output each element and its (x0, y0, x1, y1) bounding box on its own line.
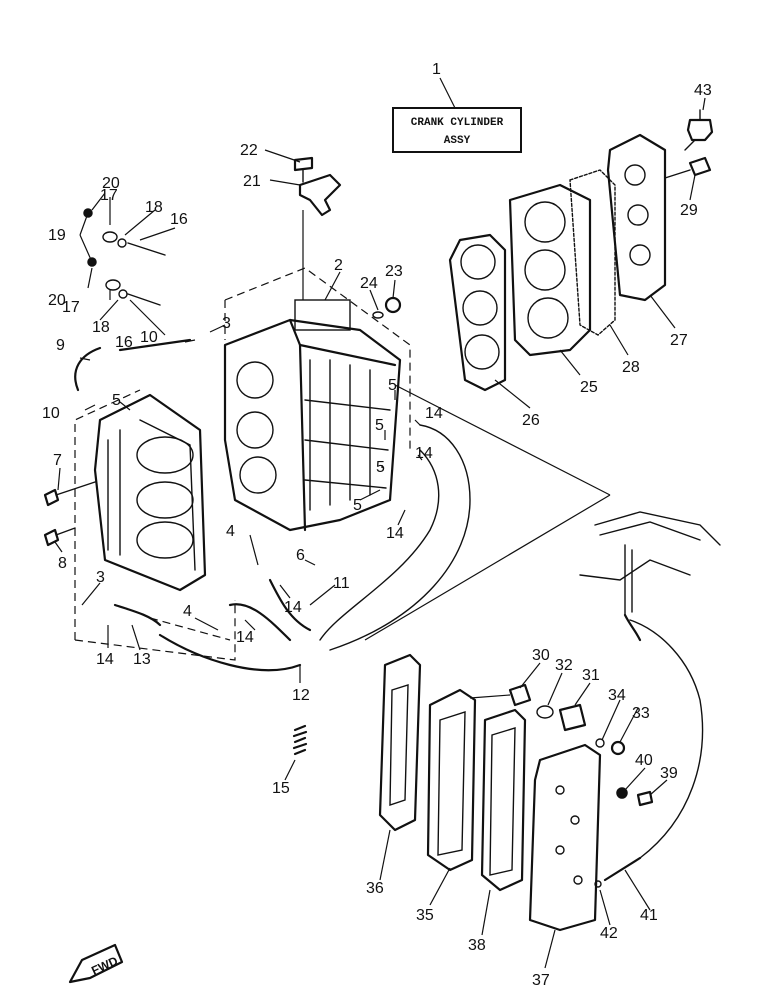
exhaust-gasket-outer (480, 708, 527, 892)
callout-4: 4 (226, 523, 235, 540)
callout-14: 14 (284, 599, 302, 616)
drain-plug (384, 296, 402, 314)
callout-5: 5 (353, 497, 362, 514)
callout-23: 23 (385, 263, 403, 280)
callout-21: 21 (243, 173, 261, 190)
callout-8: 8 (58, 555, 67, 572)
callout-22: 22 (240, 142, 258, 159)
hoses (74, 338, 471, 672)
anode-hardware (83, 208, 166, 306)
bracket (298, 173, 342, 217)
callout-11: 11 (333, 575, 350, 592)
callout-18: 18 (92, 319, 110, 336)
pressure-valve (616, 787, 654, 807)
callout-5: 5 (112, 392, 121, 409)
callout-16: 16 (115, 334, 133, 351)
crankcase (93, 393, 207, 592)
callout-14: 14 (236, 629, 254, 646)
cylinder-block (223, 299, 402, 532)
callout-4: 4 (183, 603, 192, 620)
callout-5: 5 (375, 417, 384, 434)
callout-20: 20 (102, 175, 120, 192)
callout-34: 34 (608, 687, 626, 704)
cylinder-head (508, 183, 592, 357)
head-bolt (664, 156, 712, 179)
exhaust-gasket-inner (378, 653, 422, 832)
assembly-title-line1: CRANK CYLINDER (411, 117, 504, 129)
callout-14: 14 (415, 445, 433, 462)
callout-35: 35 (416, 907, 434, 924)
callout-38: 38 (468, 937, 486, 954)
callout-12: 12 (292, 687, 310, 704)
callout-40: 40 (635, 752, 653, 769)
callout-36: 36 (366, 880, 384, 897)
callout-42: 42 (600, 925, 618, 942)
fwd-label: FWD (89, 953, 120, 977)
assembly-title-line2: ASSY (444, 135, 471, 147)
callout-16: 16 (170, 211, 188, 228)
callout-18: 18 (145, 199, 163, 216)
engine-outline-sketch (579, 511, 721, 642)
callout-numbers: 2 3 3 4 4 5 5 5 5 5 6 7 8 9 10 10 11 12 … (42, 82, 712, 989)
callout-24: 24 (360, 275, 378, 292)
callout-14: 14 (425, 405, 443, 422)
assembly-boundary (74, 267, 611, 661)
callout-29: 29 (680, 202, 698, 219)
callout-10: 10 (42, 405, 60, 422)
crankcase-bolt-short (43, 527, 76, 547)
callout-5: 5 (388, 377, 397, 394)
exhaust-outer-cover (528, 743, 602, 932)
callout-3: 3 (96, 569, 105, 586)
callout-7: 7 (53, 452, 62, 469)
callout-14: 14 (386, 525, 404, 542)
leader-lines (54, 97, 706, 969)
callout-30: 30 (532, 647, 550, 664)
assembly-title-box: CRANK CYLINDER ASSY (392, 107, 522, 153)
callout-17: 17 (62, 299, 80, 316)
callout-33: 33 (632, 705, 650, 722)
assembly-number: 1 (432, 61, 441, 78)
spring (292, 724, 308, 756)
callout-28: 28 (622, 359, 640, 376)
callout-17: 17 (100, 187, 118, 204)
callout-39: 39 (660, 765, 678, 782)
water-hose (594, 619, 704, 888)
callout-26: 26 (522, 412, 540, 429)
callout-9: 9 (56, 337, 65, 354)
callout-3: 3 (222, 315, 231, 332)
callout-31: 31 (582, 667, 600, 684)
thermo-switch (684, 109, 714, 151)
fwd-arrow-icon: FWD (68, 943, 124, 984)
callout-13: 13 (133, 651, 151, 668)
callout-5: 5 (376, 459, 385, 476)
head-gasket (448, 233, 507, 392)
head-cover-gasket (569, 169, 616, 336)
callout-10: 10 (140, 329, 158, 346)
crankcase-bolt-long (43, 481, 96, 507)
callout-6: 6 (296, 547, 305, 564)
thermostat-assembly (508, 683, 626, 756)
callout-32: 32 (555, 657, 573, 674)
callout-20: 20 (48, 292, 66, 309)
bracket-bolt (293, 156, 314, 183)
drain-plug-washer (372, 311, 384, 319)
callout-37: 37 (532, 972, 550, 989)
callout-15: 15 (272, 780, 290, 797)
callout-14: 14 (96, 651, 114, 668)
head-cover (606, 133, 667, 302)
exhaust-inner-cover (426, 688, 477, 872)
callout-27: 27 (670, 332, 688, 349)
callout-25: 25 (580, 379, 598, 396)
callout-2: 2 (334, 257, 343, 274)
callout-43: 43 (694, 82, 712, 99)
callout-41: 41 (640, 907, 658, 924)
callout-19: 19 (48, 227, 66, 244)
